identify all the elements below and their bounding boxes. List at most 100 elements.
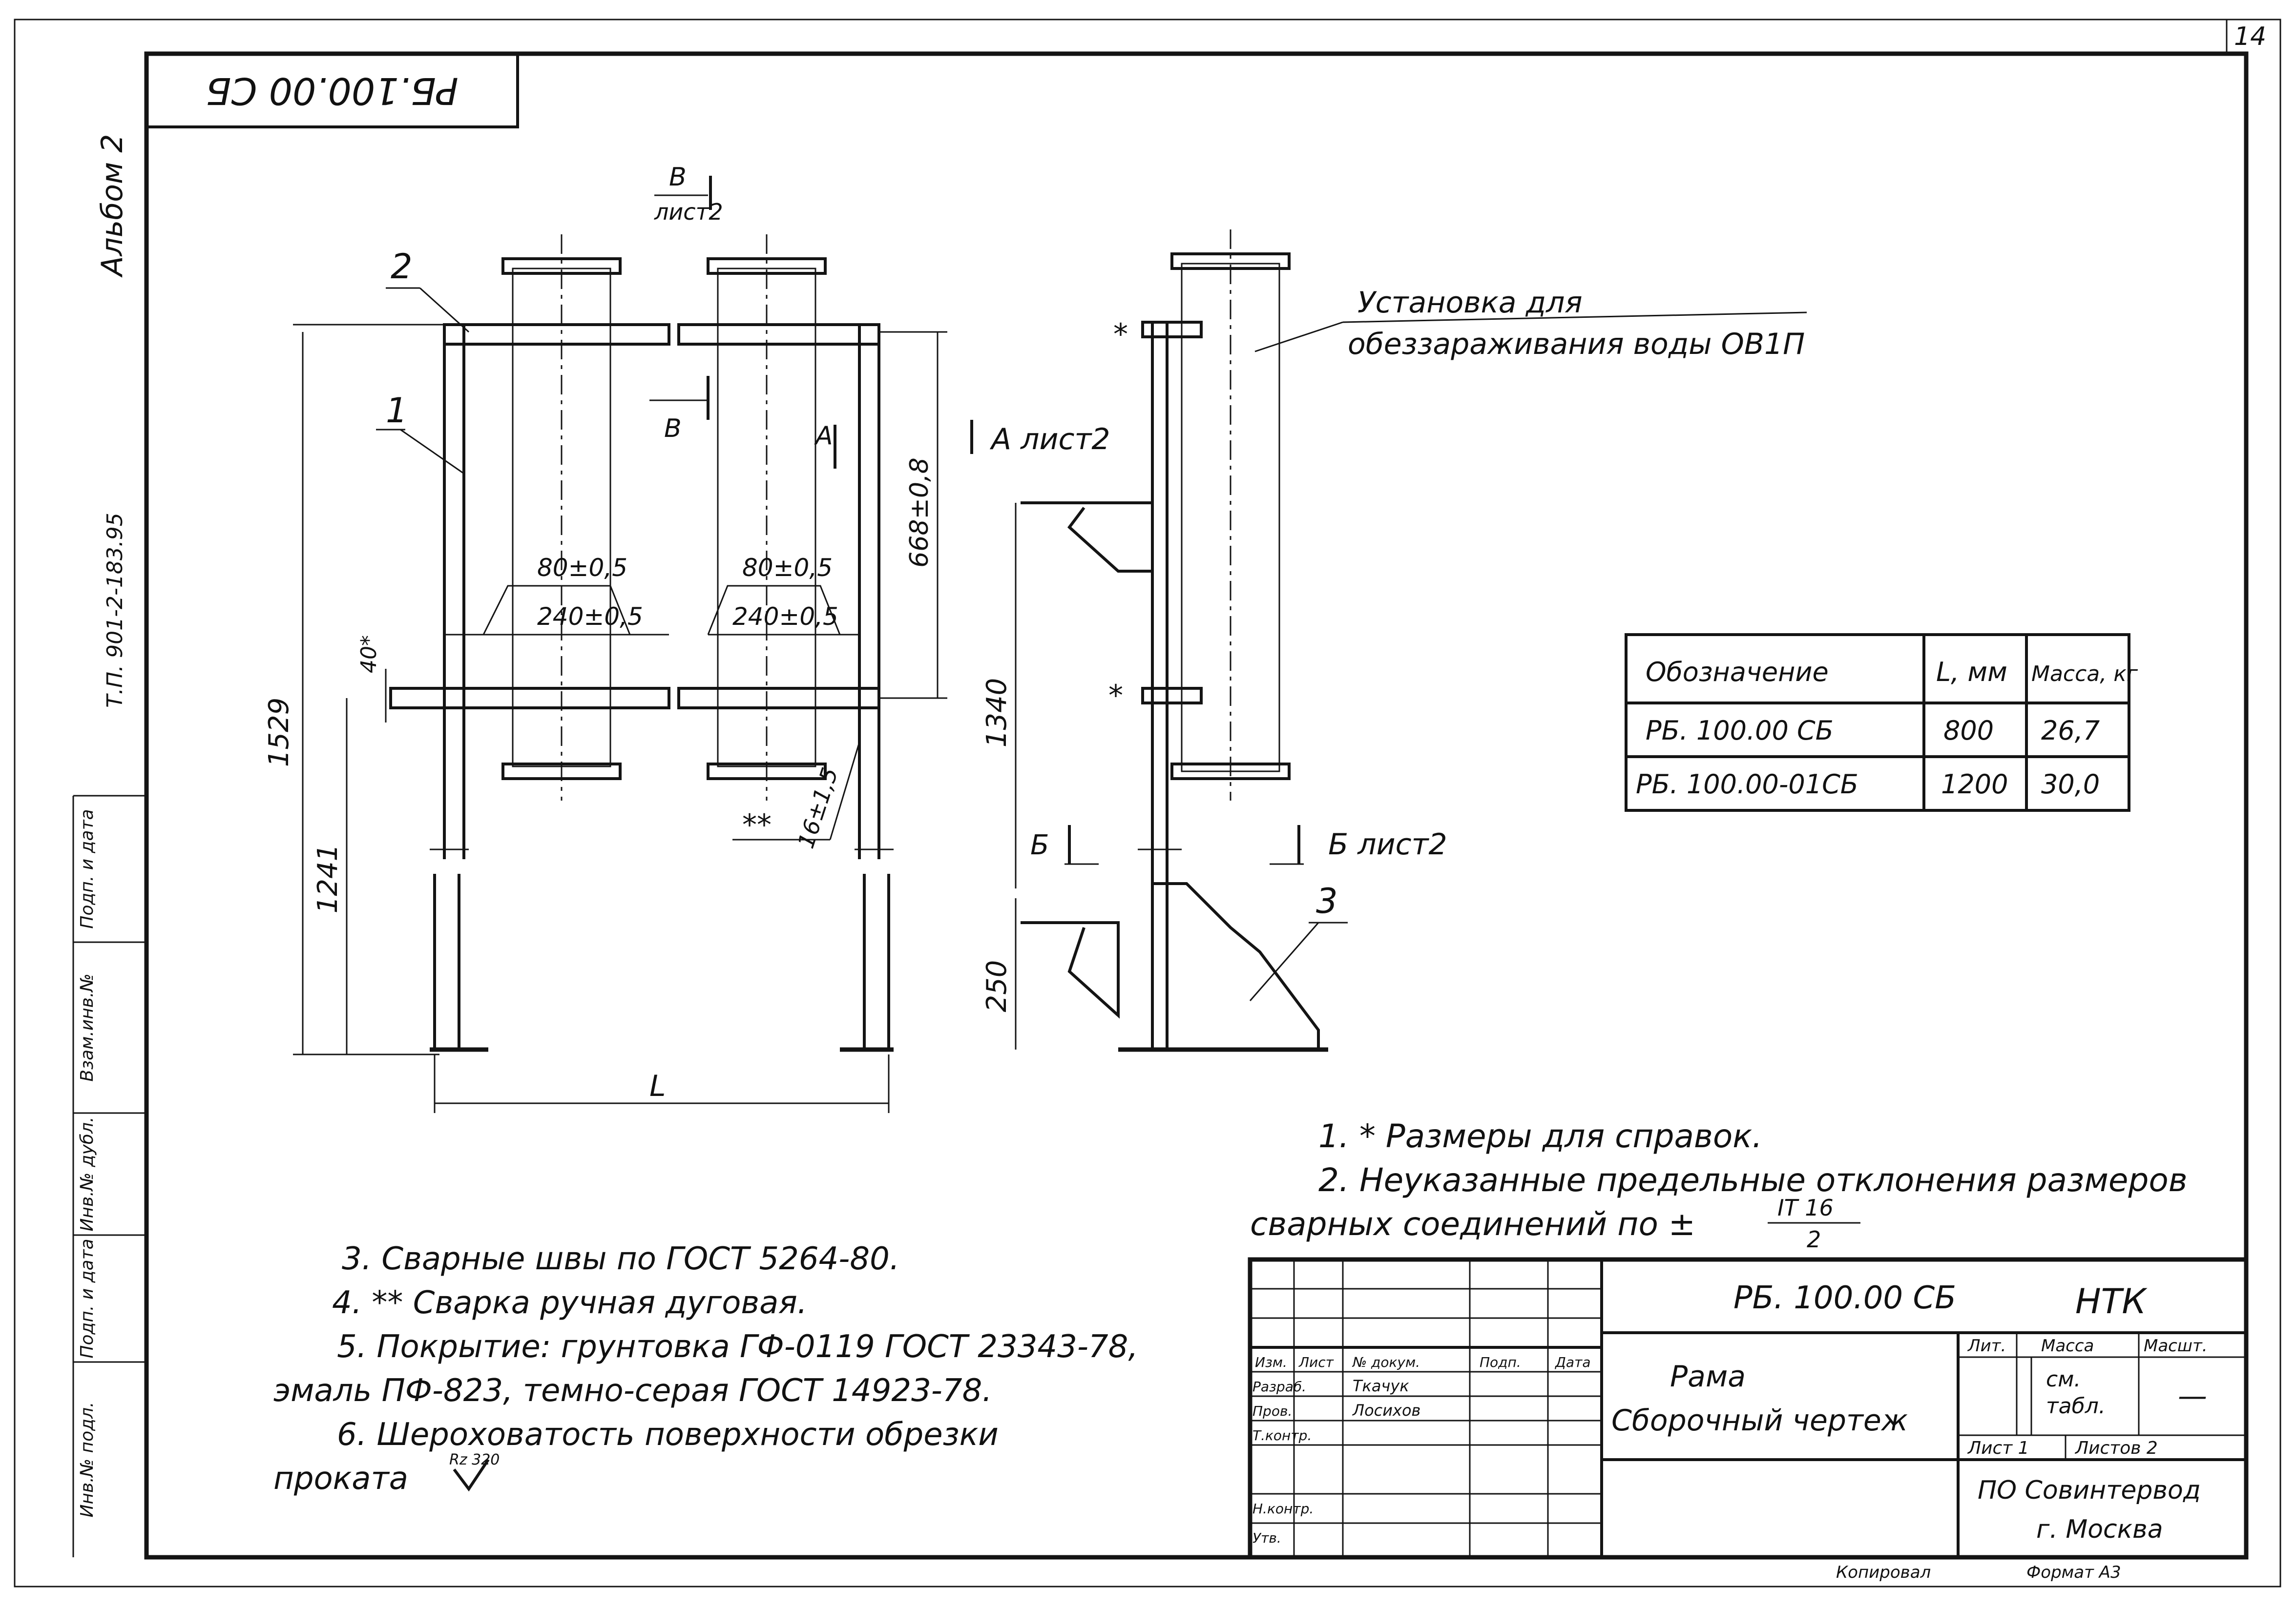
tb-role-sign: Подп. xyxy=(1480,1354,1521,1370)
inner-frame xyxy=(144,51,2249,1560)
lower-beam-left xyxy=(389,687,670,709)
note-2-numerator: IT 16 xyxy=(1777,1195,1834,1221)
tb-mass-header: Масса xyxy=(2041,1336,2094,1356)
tb-role-razrab: Разраб. xyxy=(1252,1379,1306,1395)
sheet-number: 14 xyxy=(2234,22,2266,51)
table-cell-1-1: 1200 xyxy=(1941,769,2008,800)
dim-1241: 1241 xyxy=(312,844,344,914)
dim-1529: 1529 xyxy=(263,698,295,767)
tb-role-nkontr: Н.контр. xyxy=(1252,1501,1314,1517)
star-top: * xyxy=(1113,317,1128,351)
dim-16-slant xyxy=(829,742,860,840)
left-strip-label-2: Взам.инв.№ xyxy=(77,973,97,1082)
pos-3: 3 xyxy=(1316,881,1338,921)
pos-1-leader xyxy=(400,429,464,475)
left-strip-label-4: Подп. и дата xyxy=(77,1238,97,1358)
dim-668: 668±0,8 xyxy=(905,457,934,568)
variant-table: Обозначение L, мм Масса, кг РБ. 100.00 С… xyxy=(1625,633,2138,812)
top-beam-right xyxy=(677,323,880,346)
lower-beam-right xyxy=(677,687,880,709)
section-b-top-sheet: лист2 xyxy=(654,199,723,225)
tb-name-line-1: Рама xyxy=(1670,1360,1746,1394)
table-cell-0-1: 800 xyxy=(1943,715,1994,746)
tb-code: НТК xyxy=(2075,1281,2148,1321)
roughness-symbol xyxy=(453,1459,490,1492)
pos-1: 1 xyxy=(386,391,408,431)
note-2a: 2. Неуказанные предельные отклонения раз… xyxy=(1318,1161,2188,1199)
tb-role-list: Лист xyxy=(1298,1354,1334,1370)
table-cell-0-0: РБ. 100.00 СБ xyxy=(1646,715,1834,746)
weld-mark: ** xyxy=(742,808,772,842)
side-bracket-top xyxy=(1141,321,1203,338)
dim-80-left: 80±0,5 xyxy=(537,554,627,582)
tb-scale-header: Масшт. xyxy=(2144,1336,2208,1356)
tb-org-line-2: г. Москва xyxy=(2036,1515,2163,1544)
side-view: * * Установка для обеззараживания воды О… xyxy=(981,229,1807,1052)
left-strip-label-3: Инв.№ дубл. xyxy=(77,1117,97,1232)
pos-2: 2 xyxy=(391,247,413,287)
note-6-roughness: Rz 320 xyxy=(449,1451,500,1468)
section-b-top: В xyxy=(669,163,687,192)
note-4: 4. ** Сварка ручная дуговая. xyxy=(332,1285,807,1321)
front-view: 1 2 В лист2 В А А лист2 1529 1241 668±0,… xyxy=(263,163,1110,1113)
project-ref: Т.П. 901-2-183.95 xyxy=(103,513,127,708)
side-bracket-mid xyxy=(1141,687,1203,704)
tb-role-doc: № докум. xyxy=(1352,1354,1420,1370)
callout-underline xyxy=(1342,311,1807,323)
tb-org-line-1: ПО Совинтервод xyxy=(1978,1476,2201,1505)
format-label: Формат А3 xyxy=(2026,1563,2121,1582)
tb-mass-value-2: табл. xyxy=(2046,1394,2106,1419)
album-label: Альбом 2 xyxy=(95,134,129,278)
left-strip-label-1: Подп. и дата xyxy=(77,809,97,929)
note-1: 1. * Размеры для справок. xyxy=(1318,1117,1762,1155)
dim-80-right: 80±0,5 xyxy=(742,554,833,582)
tb-mass-value-1: см. xyxy=(2046,1367,2081,1392)
title-block: Изм. Лист № докум. Подп. Дата Разраб. Пр… xyxy=(1248,1257,2249,1560)
copied-label: Копировал xyxy=(1836,1563,1931,1582)
callout-line-2: обеззараживания воды ОВ1П xyxy=(1348,327,1805,361)
outer-frame xyxy=(14,19,2281,1588)
tb-designation: РБ. 100.00 СБ xyxy=(1733,1280,1956,1316)
note-2-denominator: 2 xyxy=(1807,1226,1821,1253)
tb-role-prov: Пров. xyxy=(1252,1403,1292,1419)
dim-L: L xyxy=(649,1069,666,1103)
section-b-label: Б лист2 xyxy=(1328,827,1447,862)
tb-role-izm: Изм. xyxy=(1255,1354,1287,1370)
dim-1340: 1340 xyxy=(981,678,1013,748)
tb-role-date: Дата xyxy=(1554,1354,1591,1370)
table-cell-1-0: РБ. 100.00-01СБ xyxy=(1636,769,1858,800)
callout-leader xyxy=(1254,321,1343,352)
lower-bracket xyxy=(1021,921,1120,1019)
tb-sheets-label: Листов 2 xyxy=(2074,1438,2158,1458)
title-block-border xyxy=(1248,1257,2249,1560)
section-a-mark: А xyxy=(814,421,833,451)
table-header-mass: Масса, кг xyxy=(2031,661,2138,686)
upper-gusset xyxy=(1021,501,1154,573)
table-cell-1-2: 30,0 xyxy=(2041,769,2100,800)
tb-role-tkontr: Т.контр. xyxy=(1252,1427,1312,1444)
note-6a: 6. Шероховатость поверхности обрезки xyxy=(337,1417,999,1453)
tb-name-line-2: Сборочный чертеж xyxy=(1611,1404,1908,1438)
note-5b: эмаль ПФ-823, темно-серая ГОСТ 14923-78. xyxy=(273,1373,992,1409)
drawing-code-rotated: РБ.100.00 СБ xyxy=(206,69,458,113)
section-b-side: Б xyxy=(1030,829,1049,861)
dim-240-left: 240±0,5 xyxy=(537,602,643,631)
note-3: 3. Сварные швы по ГОСТ 5264-80. xyxy=(342,1241,899,1277)
section-a-label: А лист2 xyxy=(989,422,1110,456)
section-b-mid: В xyxy=(664,414,682,443)
callout-line-1: Установка для xyxy=(1357,286,1583,320)
dim-80-right-line xyxy=(707,585,841,635)
table-border xyxy=(1625,633,2130,812)
code-box xyxy=(146,54,519,128)
tb-scale-value: — xyxy=(2178,1379,2207,1413)
table-cell-0-2: 26,7 xyxy=(2041,715,2100,746)
tb-lit-header: Лит. xyxy=(1967,1336,2006,1356)
tb-role-utv: Утв. xyxy=(1252,1530,1281,1546)
dim-80-left-line xyxy=(482,585,631,635)
pos-3-leader xyxy=(1249,922,1319,1001)
note-2b: сварных соединений по ± xyxy=(1250,1205,1695,1243)
star-mid: * xyxy=(1108,679,1123,713)
top-beam-left xyxy=(443,323,670,346)
